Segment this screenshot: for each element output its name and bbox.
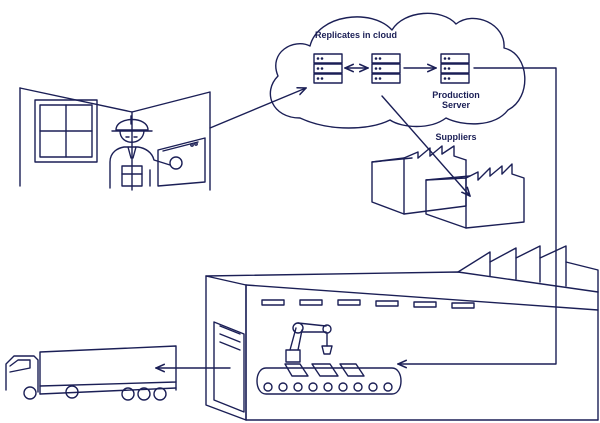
factory-building-icon [205,245,599,421]
suppliers-label: Suppliers [435,132,476,142]
cloud-label: Replicates in cloud [315,30,397,40]
server-icon [440,53,470,84]
supplier-factory-icon [371,145,525,229]
production-server-label-line2: Server [442,100,471,110]
arrow-operator-to-cloud [209,88,306,129]
truck-icon [5,345,177,401]
arrow-cloud-to-suppliers [381,95,470,196]
arrow-production-to-factory [398,67,557,364]
production-server-label-line1: Production [432,90,480,100]
server-icon [313,53,343,84]
server-icon [371,53,401,84]
conveyor-icon [256,363,402,395]
cloud-shape [269,12,526,129]
operator-room [19,87,211,191]
robot-arm-icon [285,322,333,363]
operator-worker-icon [109,115,171,189]
